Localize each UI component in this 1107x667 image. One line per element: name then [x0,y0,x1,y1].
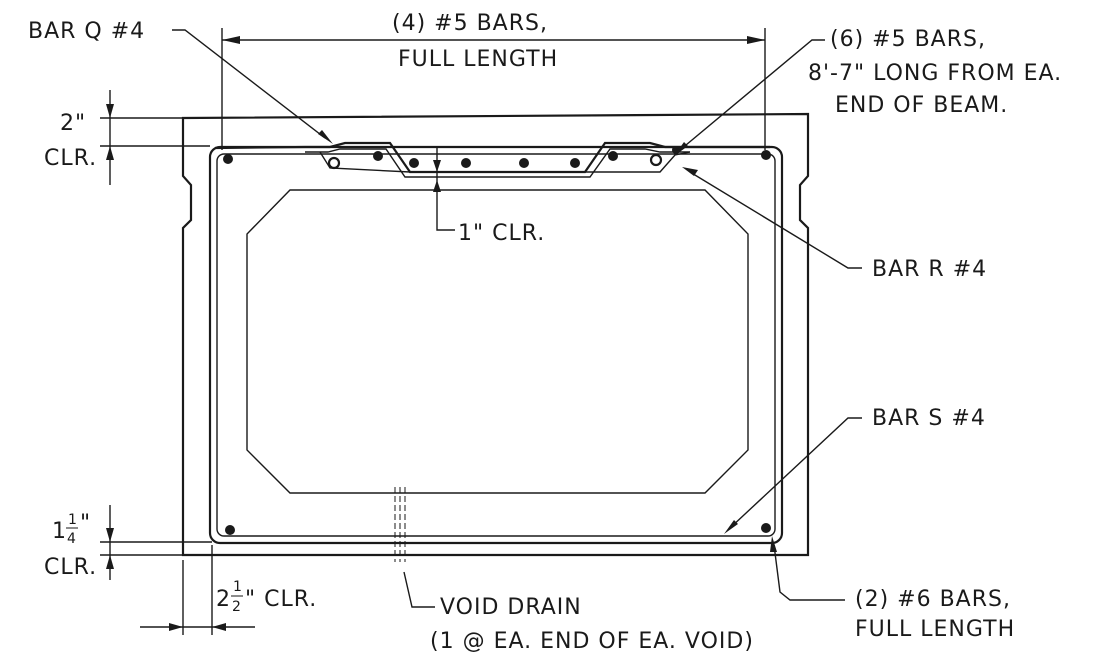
arrowhead [106,555,114,569]
label-side-cover-whole: 2 [216,587,231,612]
label-side-cover-text: " CLR. [245,587,317,612]
label-side-cover-num: 1 [233,579,242,595]
label-bottom-cover-whole: 1 [52,519,67,544]
arrowhead [674,142,688,156]
bar-r [319,151,411,173]
label-one-inch-clr: 1" CLR. [458,221,545,246]
bar-dot [461,158,471,168]
label-bar-r: BAR R #4 [872,257,987,282]
void-drain-leader [403,571,435,608]
arrowhead [770,536,777,552]
bar-dot [608,151,618,161]
label-side-cover-den: 2 [232,599,241,615]
bar-dot [761,150,771,160]
label-six-bars-2: 8'-7" LONG FROM EA. [808,61,1062,86]
one-inch-clr-leader [436,148,455,231]
arrowhead [747,36,765,44]
arrowhead [106,104,114,118]
label-void-drain-1: VOID DRAIN [440,595,582,620]
bar-s-stirrup-inner [216,153,776,537]
arrowhead [724,520,738,534]
label-void-drain-2: (1 @ EA. END OF EA. VOID) [430,629,754,654]
label-bottom-cover-den: 4 [67,531,76,547]
bar-s-stirrup-outer [208,145,784,545]
label-six-bars-1: (6) #5 BARS, [830,27,986,52]
bar-r-leader [689,171,862,269]
arrowhead [222,36,240,44]
label-top-bars-2: FULL LENGTH [398,47,558,72]
bar-r-right [585,151,691,173]
label-clr-top: CLR. [44,146,97,171]
bar-dot [409,158,419,168]
bar-dot [225,525,235,535]
label-bottom-bars-1: (2) #6 BARS, [855,587,1011,612]
bar-dot [570,158,580,168]
arrowhead [106,146,114,160]
label-top-cover: 2" [60,111,86,136]
label-bar-s: BAR S #4 [872,406,986,431]
bar-q-leader [172,29,326,139]
six-bars-leader [679,39,825,151]
label-clr-bottom: CLR. [44,555,97,580]
label-top-bars-1: (4) #5 BARS, [392,11,548,36]
bottom-bars-leader [773,544,845,601]
bar-s-leader [729,417,862,529]
void-outline [246,189,749,494]
arrowhead [433,160,441,172]
label-bottom-cover-unit: " [80,511,91,536]
bar-ring [649,153,663,167]
bar-dot [223,154,233,164]
arrowhead [433,180,441,192]
label-six-bars-3: END OF BEAM. [835,93,1008,118]
bar-dot [761,523,771,533]
arrowhead [682,167,698,176]
bar-ring [327,156,341,170]
arrowhead [212,623,226,631]
beam-outline [181,112,810,557]
label-bottom-bars-2: FULL LENGTH [855,617,1015,642]
arrowhead [169,623,183,631]
arrowhead [106,528,114,542]
bar-dot [519,158,529,168]
arrowhead [318,130,333,144]
label-bar-q: BAR Q #4 [28,19,145,44]
bar-dot [373,151,383,161]
label-bottom-cover-num: 1 [68,512,77,528]
bar-q-inner [305,148,690,178]
